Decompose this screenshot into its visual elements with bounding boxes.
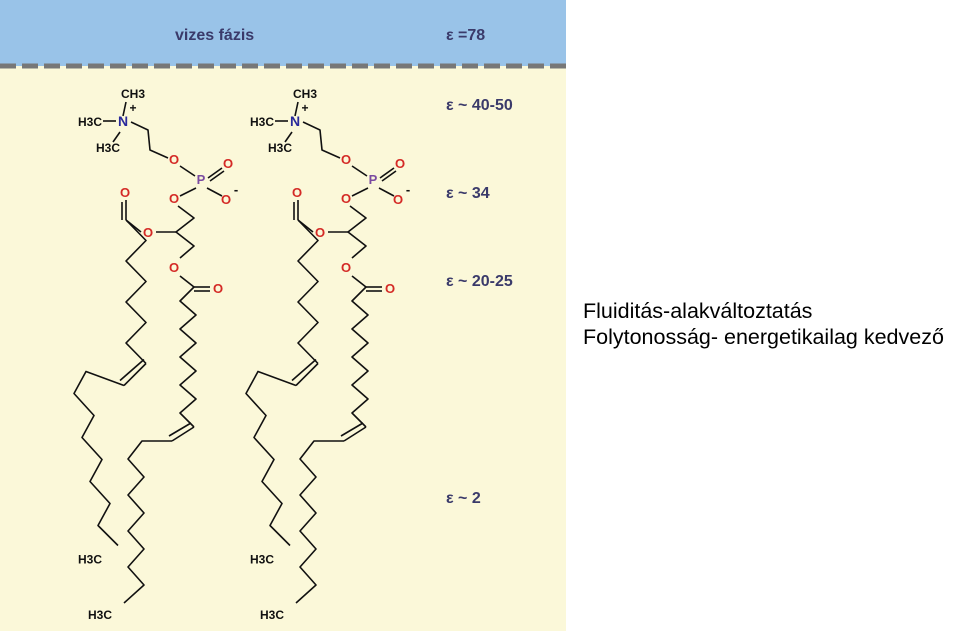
- choline-methyl-top: CH3: [121, 87, 145, 101]
- bond-p-o-double: [207, 167, 223, 179]
- water-phase-region: [0, 0, 566, 66]
- phospholipid-bilayer-figure: vizes fázis ε =78 ε ~ 40-50 ε ~ 34 ε ~ 2…: [0, 0, 566, 631]
- epsilon-ester: ε ~ 20-25: [446, 273, 513, 290]
- choline-ethyl-chain: [130, 121, 169, 159]
- phosphate-charge-minus: -: [234, 182, 238, 197]
- acyl-chain-sn2-double-bond-2: [291, 358, 317, 382]
- oxygen-ester-choline: O: [169, 152, 179, 167]
- acyl-chain-sn1-double-bond: [343, 426, 367, 442]
- oxygen-carbonyl-sn2: O: [120, 185, 130, 200]
- epsilon-labels: ε =78 ε ~ 40-50 ε ~ 34 ε ~ 20-25 ε ~ 2: [446, 27, 513, 507]
- terminal-methyl-sn1: H3C: [260, 608, 284, 622]
- bond-o-p: [179, 165, 196, 177]
- oxygen-phosphate-double: O: [395, 156, 405, 171]
- oxygen-carbonyl-sn1: O: [385, 281, 395, 296]
- choline-methyl-left: H3C: [78, 115, 102, 129]
- bond-p-o-minus: [378, 187, 395, 197]
- bond-p-o-double: [379, 167, 395, 179]
- oxygen-ester-sn2: O: [315, 225, 325, 240]
- choline-nitrogen: N: [290, 113, 300, 129]
- acyl-chain-sn1-upper: [351, 286, 369, 428]
- oxygen-phosphate-glycerol: O: [169, 191, 179, 206]
- water-phase-label: vizes fázis: [175, 27, 254, 44]
- acyl-chain-sn1-double-bond-2: [340, 422, 364, 437]
- bond-p-o-double-2: [381, 170, 397, 182]
- acyl-chain-sn2-double-bond-2: [119, 358, 145, 382]
- oxygen-carbonyl-sn2: O: [292, 185, 302, 200]
- choline-methyl-bottom: H3C: [96, 141, 120, 155]
- choline-methyl-top: CH3: [293, 87, 317, 101]
- epsilon-headgroup: ε ~ 40-50: [446, 97, 513, 114]
- phosphate-charge-minus: -: [406, 182, 410, 197]
- bond-o-c-sn1: [179, 275, 195, 288]
- terminal-methyl-sn2: H3C: [250, 553, 274, 567]
- epsilon-core: ε ~ 2: [446, 490, 481, 507]
- acyl-chain-sn2-lower: [73, 370, 125, 547]
- terminal-methyl-sn2: H3C: [78, 553, 102, 567]
- oxygen-ester-sn1: O: [341, 260, 351, 275]
- caption-line-fluidity: Fluiditás-alakváltoztatás: [583, 299, 813, 323]
- acyl-chain-sn2-upper: [125, 219, 147, 365]
- choline-charge-plus: +: [129, 101, 136, 115]
- bond-p-o-minus: [206, 187, 223, 197]
- terminal-methyl-sn1: H3C: [88, 608, 112, 622]
- acyl-chain-sn2-double-bond: [295, 362, 319, 387]
- bond-p-o-glycerol: [179, 187, 197, 197]
- phosphorus: P: [369, 172, 378, 187]
- epsilon-phosphate: ε ~ 34: [446, 185, 490, 202]
- acyl-chain-sn1-upper: [179, 286, 197, 428]
- oxygen-ester-choline: O: [341, 152, 351, 167]
- choline-methyl-left: H3C: [250, 115, 274, 129]
- oxygen-ester-sn1: O: [169, 260, 179, 275]
- acyl-chain-sn1-lower: [295, 440, 344, 604]
- bond-n-ch3-bottom: [284, 131, 293, 143]
- acyl-chain-sn2-upper: [297, 219, 319, 365]
- bond-n-ch3-bottom: [112, 131, 121, 143]
- bond-p-o-double-2: [209, 170, 225, 182]
- membrane-region: [0, 0, 566, 631]
- caption-line-continuity: Folytonosság- energetikailag kedvező: [583, 325, 944, 349]
- epsilon-water: ε =78: [446, 27, 485, 44]
- oxygen-phosphate-glycerol: O: [341, 191, 351, 206]
- bond-n-ch3-top: [122, 101, 127, 117]
- bond-o-p: [351, 165, 368, 177]
- acyl-chain-sn2-lower: [245, 370, 297, 547]
- acyl-chain-sn1-double-bond: [171, 426, 195, 442]
- phosphorus: P: [197, 172, 206, 187]
- oxygen-ester-sn2: O: [143, 225, 153, 240]
- oxygen-phosphate-anion: O: [221, 192, 231, 207]
- oxygen-phosphate-anion: O: [393, 192, 403, 207]
- choline-methyl-bottom: H3C: [268, 141, 292, 155]
- bond-o-c-sn1: [351, 275, 367, 288]
- choline-ethyl-chain: [302, 121, 341, 159]
- acyl-chain-sn1-lower: [123, 440, 172, 604]
- caption: Fluiditás-alakváltoztatás Folytonosság- …: [583, 298, 959, 350]
- choline-charge-plus: +: [301, 101, 308, 115]
- bond-n-ch3-top: [294, 101, 299, 117]
- bond-p-o-glycerol: [351, 187, 369, 197]
- acyl-chain-sn2-double-bond: [123, 362, 147, 387]
- oxygen-phosphate-double: O: [223, 156, 233, 171]
- oxygen-carbonyl-sn1: O: [213, 281, 223, 296]
- choline-nitrogen: N: [118, 113, 128, 129]
- acyl-chain-sn1-double-bond-2: [168, 422, 192, 437]
